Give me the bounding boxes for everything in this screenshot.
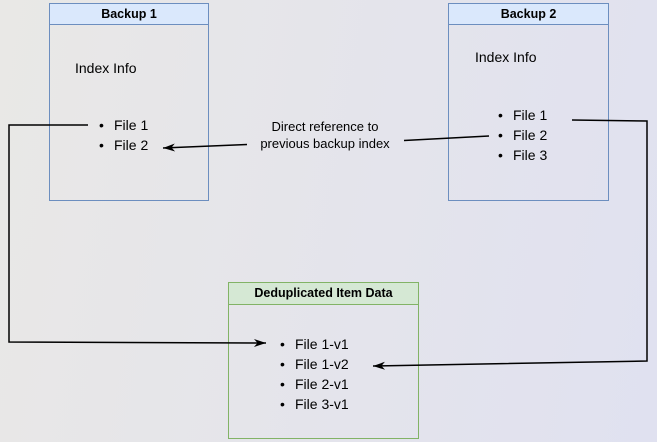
reference-annotation-line1: Direct reference to (271, 119, 379, 134)
reference-annotation: Direct reference to previous backup inde… (240, 118, 410, 152)
dedup-item: File 3-v1 (280, 394, 349, 414)
file-item: File 1 (99, 115, 148, 135)
file-item: File 1 (498, 105, 547, 125)
backup1-index-label: Index Info (75, 60, 137, 76)
backup2-title: Backup 2 (500, 6, 557, 21)
backup1-title: Backup 1 (101, 6, 157, 21)
file-item: File 2 (498, 125, 547, 145)
dedup-box: Deduplicated Item Data File 1-v1 File 1-… (228, 282, 419, 439)
reference-annotation-line2: previous backup index (260, 136, 390, 151)
dedup-title: Deduplicated Item Data (254, 286, 393, 301)
backup1-file-list: File 1 File 2 (99, 115, 148, 155)
backup2-index-label: Index Info (475, 49, 537, 65)
backup2-file-list: File 1 File 2 File 3 (498, 105, 547, 165)
dedup-item: File 1-v2 (280, 354, 349, 374)
dedup-item: File 2-v1 (280, 374, 349, 394)
dedup-header: Deduplicated Item Data (229, 283, 418, 305)
backup1-header: Backup 1 (50, 4, 208, 25)
dedup-item: File 1-v1 (280, 334, 349, 354)
dedup-item-list: File 1-v1 File 1-v2 File 2-v1 File 3-v1 (280, 334, 349, 414)
backup2-box: Backup 2 Index Info File 1 File 2 File 3 (448, 3, 609, 201)
backup1-box: Backup 1 Index Info File 1 File 2 (49, 3, 209, 201)
file-item: File 3 (498, 145, 547, 165)
file-item: File 2 (99, 135, 148, 155)
backup2-header: Backup 2 (449, 4, 608, 25)
